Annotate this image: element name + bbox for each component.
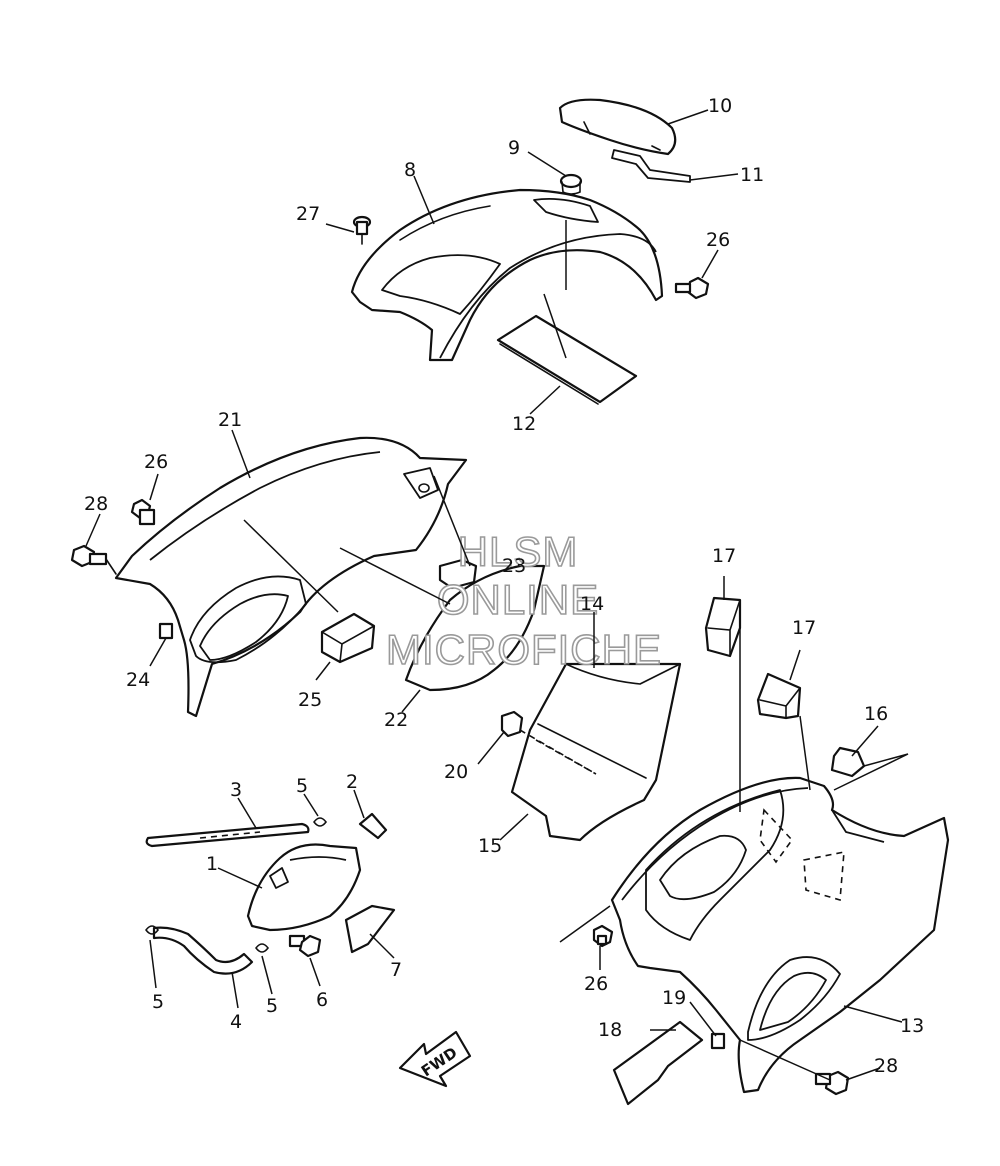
part-26-bolt-b (130, 498, 156, 526)
part-9-grommet (559, 173, 583, 189)
watermark-line-1: HLSM (458, 528, 579, 575)
part-5-clamp-a (145, 925, 160, 935)
part-17-block-b (756, 672, 802, 720)
callout-24: 24 (126, 669, 150, 691)
center-panel-group (500, 662, 682, 842)
callout-28-right: 28 (874, 1055, 898, 1077)
callout-12: 12 (512, 413, 536, 435)
part-2-cap (358, 812, 388, 840)
part-11-bracket (611, 149, 691, 183)
callout-25: 25 (298, 689, 322, 711)
part-26-bolt-c (592, 924, 614, 948)
callout-2: 2 (346, 771, 358, 793)
callouts: 10 11 9 8 27 26 12 21 26 28 23 14 24 25 … (84, 95, 924, 1077)
part-5-clamp-c (313, 817, 328, 827)
callout-14: 14 (580, 593, 604, 615)
callout-27: 27 (296, 203, 320, 225)
part-24-clip (158, 622, 174, 640)
part-12-pad (496, 314, 638, 404)
callout-21: 21 (218, 409, 242, 431)
leader-lines (85, 109, 909, 1081)
callout-7: 7 (390, 959, 402, 981)
callout-28-left: 28 (84, 493, 108, 515)
rear-fender-group (350, 98, 710, 405)
callout-3: 3 (230, 779, 242, 801)
part-26-bolt-a (674, 276, 710, 300)
callout-11: 11 (740, 164, 764, 186)
part-17-block-a (704, 596, 742, 658)
watermark: HLSM ONLINE MICROFICHE (385, 527, 662, 674)
part-10-cover (558, 98, 677, 156)
right-side-cover-group (592, 596, 950, 1106)
part-27-screw (352, 215, 372, 245)
part-8-rear-fender (350, 188, 664, 362)
callout-26-right: 26 (584, 973, 608, 995)
left-side-cover-group (70, 436, 546, 718)
callout-8: 8 (404, 159, 416, 181)
callout-1: 1 (206, 853, 218, 875)
part-14-15-panel (510, 662, 682, 842)
callout-22: 22 (384, 709, 408, 731)
part-25-block (320, 612, 376, 664)
part-13-side-cover (610, 776, 950, 1094)
part-4-hose (152, 926, 254, 975)
callout-6: 6 (316, 989, 328, 1011)
callout-15: 15 (478, 835, 502, 857)
callout-16: 16 (864, 703, 888, 725)
callout-26-left: 26 (144, 451, 168, 473)
callout-9: 9 (508, 137, 520, 159)
callout-26-top: 26 (706, 229, 730, 251)
fwd-arrow: FWD (398, 1030, 472, 1088)
callout-5-mid: 5 (266, 995, 278, 1017)
callout-20: 20 (444, 761, 468, 783)
tank-group (145, 812, 396, 975)
part-5-clamp-b (255, 943, 270, 953)
part-18-panel (612, 1020, 704, 1106)
callout-5-left: 5 (152, 991, 164, 1013)
callout-19: 19 (662, 987, 686, 1009)
watermark-line-2: ONLINE (437, 576, 599, 623)
part-16-block (830, 746, 866, 778)
callout-23: 23 (502, 555, 526, 577)
watermark-line-3: MICROFICHE (386, 626, 662, 673)
part-19-clip (710, 1032, 726, 1050)
part-20-block (500, 710, 524, 738)
callout-10: 10 (708, 95, 732, 117)
part-22-panel (404, 564, 546, 692)
callout-17-a: 17 (712, 545, 736, 567)
part-28-bolt-a (70, 544, 117, 575)
part-7-pad (344, 904, 396, 954)
part-6-bolt (288, 934, 322, 958)
callout-4: 4 (230, 1011, 242, 1033)
part-28-bolt-b (814, 1070, 850, 1096)
callout-13: 13 (900, 1015, 924, 1037)
callout-5-top: 5 (296, 775, 308, 797)
part-1-tank (246, 843, 362, 932)
callout-17-b: 17 (792, 617, 816, 639)
callout-18: 18 (598, 1019, 622, 1041)
